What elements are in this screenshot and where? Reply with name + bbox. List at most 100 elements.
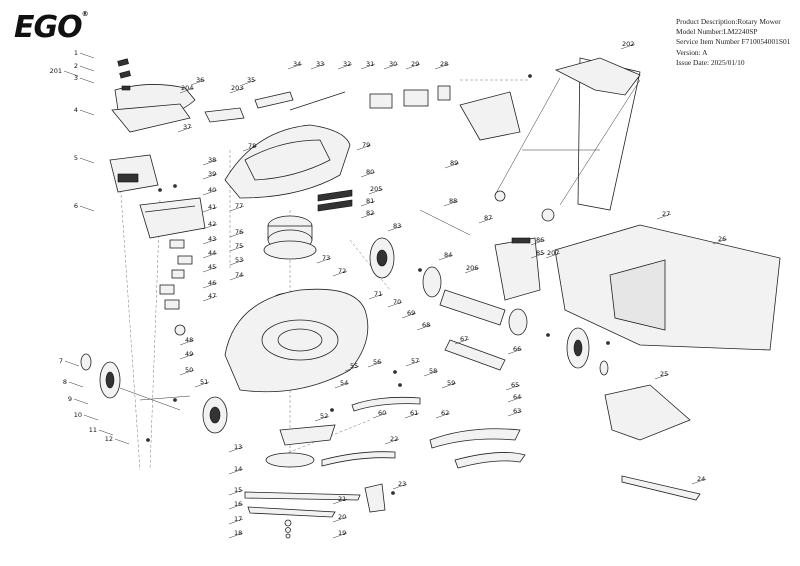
wheel-rear-right: [566, 327, 590, 369]
callout-41: 41: [208, 203, 216, 211]
callout-74: 74: [235, 271, 243, 279]
callout-31: 31: [366, 60, 374, 68]
callout-35: 35: [247, 76, 255, 84]
leader-71: [368, 293, 384, 300]
callout-85: 85: [536, 249, 544, 257]
leader-22: [384, 438, 400, 445]
product-description: Product Description:Rotary Mower: [676, 17, 781, 26]
callout-15: 15: [234, 486, 242, 494]
battery-cover-assembly: [111, 58, 196, 133]
callout-82: 82: [366, 209, 374, 217]
leader-11: [98, 429, 114, 436]
callout-206: 206: [466, 264, 478, 272]
leader-6: [79, 205, 95, 212]
callout-34: 34: [293, 60, 301, 68]
leader-43: [202, 238, 218, 245]
leader-68: [416, 324, 432, 331]
leader-87: [478, 217, 494, 224]
leader-62: [435, 412, 451, 419]
callout-3: 3: [74, 74, 78, 82]
blade-adapter: [265, 452, 315, 468]
leader-58: [423, 370, 439, 377]
callout-11: 11: [89, 426, 97, 434]
leader-66: [507, 348, 523, 355]
handle-bracket-housing: [459, 91, 521, 141]
leader-56: [367, 361, 383, 368]
leader-26: [712, 238, 728, 245]
callout-10: 10: [74, 411, 82, 419]
callout-43: 43: [208, 235, 216, 243]
callout-16: 16: [234, 500, 242, 508]
callout-24: 24: [697, 475, 705, 483]
callout-68: 68: [422, 321, 430, 329]
callout-61: 61: [410, 409, 418, 417]
ego-logo: EGO®: [14, 10, 89, 45]
callout-70: 70: [393, 298, 401, 306]
leader-15: [228, 489, 244, 496]
leader-49: [179, 353, 195, 360]
leader-60: [372, 412, 388, 419]
wheel-rear-left: [369, 237, 395, 279]
leader-29: [405, 63, 421, 70]
hubcap-right: [599, 360, 609, 376]
callout-30: 30: [389, 60, 397, 68]
leader-10: [83, 414, 99, 421]
leader-40: [202, 189, 218, 196]
leader-31: [360, 63, 376, 70]
leader-77: [229, 205, 245, 212]
leader-203: [229, 87, 245, 94]
leader-85: [530, 252, 546, 259]
leader-52: [314, 415, 330, 422]
callout-71: 71: [374, 290, 382, 298]
battery-housing: [109, 154, 159, 193]
height-adjust-lever: [351, 339, 506, 412]
callout-87: 87: [484, 214, 492, 222]
leader-72: [332, 270, 348, 277]
callout-27: 27: [662, 210, 670, 218]
leader-207: [545, 252, 561, 259]
leader-53: [229, 259, 245, 266]
leader-4: [79, 109, 95, 116]
leader-28: [434, 63, 450, 70]
callout-86: 86: [536, 236, 544, 244]
callout-204: 204: [181, 84, 193, 92]
hardware-screws: [146, 74, 610, 495]
leader-201: [63, 70, 79, 77]
leader-80: [360, 171, 376, 178]
mulch-plug: [604, 384, 691, 441]
rear-flap: [494, 237, 541, 301]
callout-19: 19: [338, 529, 346, 537]
leader-5: [79, 157, 95, 164]
leader-33: [310, 63, 326, 70]
rear-door-link: [364, 483, 386, 513]
callout-66: 66: [513, 345, 521, 353]
battery-tray: [139, 197, 206, 239]
callout-207: 207: [547, 249, 559, 257]
callout-46: 46: [208, 279, 216, 287]
callout-63: 63: [513, 407, 521, 415]
callout-45: 45: [208, 263, 216, 271]
leader-51: [194, 381, 210, 388]
leader-59: [441, 382, 457, 389]
callout-48: 48: [185, 336, 193, 344]
callout-75: 75: [235, 242, 243, 250]
callout-65: 65: [511, 381, 519, 389]
leader-70: [387, 301, 403, 308]
callout-88: 88: [449, 197, 457, 205]
handle-assembly: [494, 57, 641, 222]
leader-21: [332, 498, 348, 505]
switch-components: [159, 239, 193, 336]
callout-7: 7: [59, 357, 63, 365]
leader-24: [691, 478, 707, 485]
callout-4: 4: [74, 106, 78, 114]
leader-63: [507, 410, 523, 417]
wheel-front-left: [99, 361, 121, 399]
front-axle: [119, 387, 191, 411]
callout-6: 6: [74, 202, 78, 210]
callout-39: 39: [208, 170, 216, 178]
callout-25: 25: [660, 370, 668, 378]
callout-81: 81: [366, 197, 374, 205]
leader-73: [316, 257, 332, 264]
